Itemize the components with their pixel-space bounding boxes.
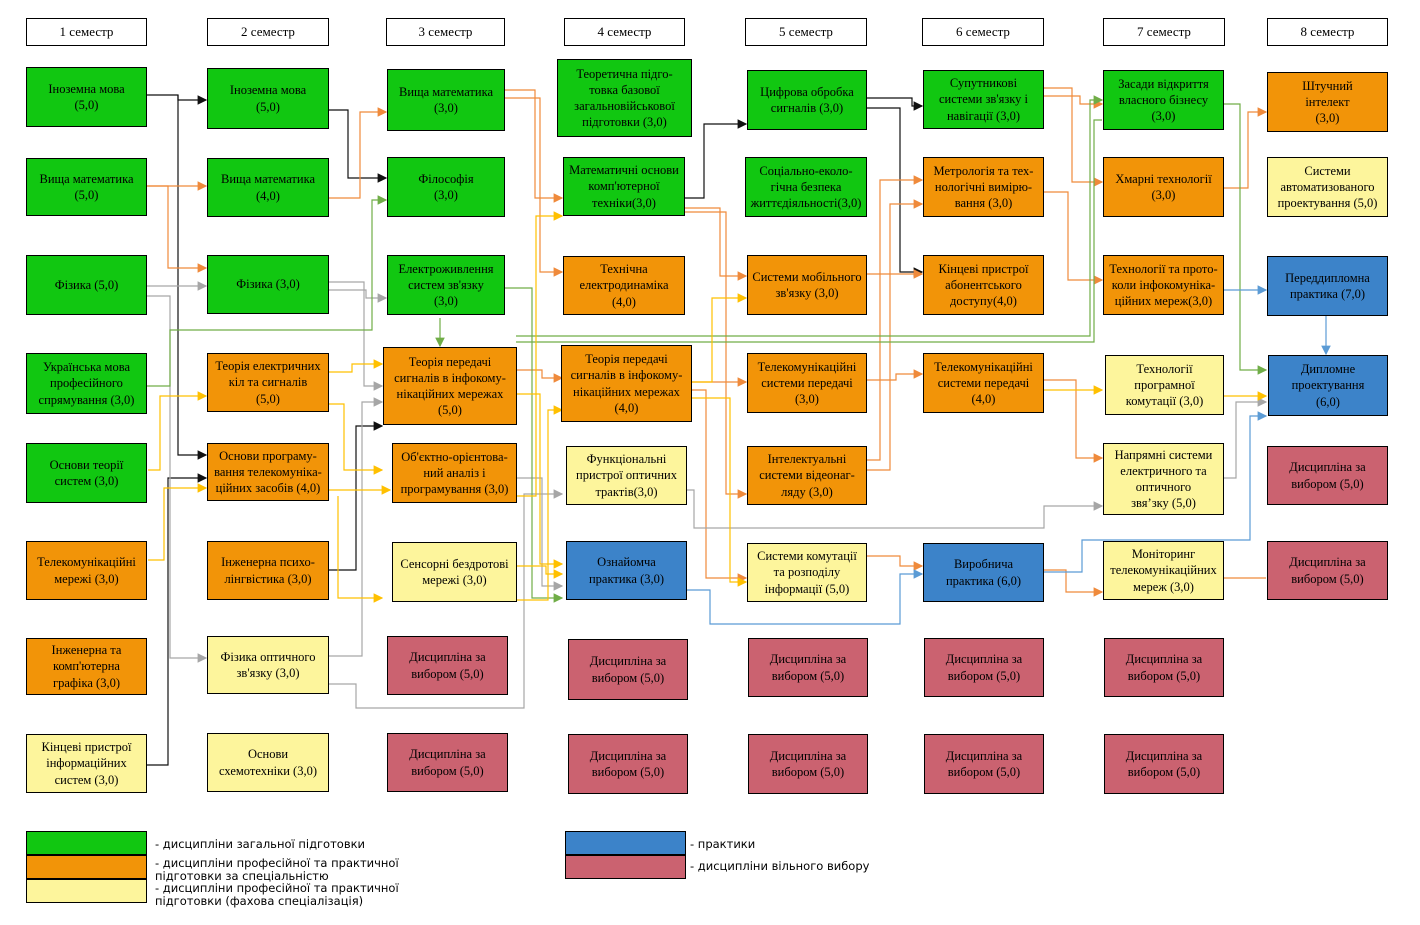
course-box: Технічна електродинаміка (4,0) — [563, 256, 685, 315]
semester-header-3: 3 семестр — [386, 18, 505, 46]
legend-swatch-general — [26, 831, 147, 855]
course-box: Переддипломна практика (7,0) — [1267, 256, 1388, 316]
legend-swatch-specialization — [26, 879, 147, 903]
semester-header-8: 8 семестр — [1267, 18, 1388, 46]
course-box: Українська мова професійного спрямування… — [26, 353, 147, 414]
course-box: Інженерна психо- лінгвістика (3,0) — [207, 541, 329, 600]
course-box: Ознайомча практика (3,0) — [566, 541, 687, 600]
course-box: Вища математика (5,0) — [26, 158, 147, 216]
course-box: Інженерна та комп'ютерна графіка (3,0) — [26, 638, 147, 695]
course-box: Технології та прото- коли інфокомуніка- … — [1103, 255, 1224, 315]
legend-label-professional: - дисципліни професійної та практичної п… — [155, 856, 399, 883]
course-box: Дисципліна за вибором (5,0) — [568, 734, 688, 794]
course-box: Системи автоматизованого проектування (5… — [1267, 157, 1388, 217]
course-box: Засади відкриття власного бізнесу (3,0) — [1103, 70, 1224, 130]
course-box: Іноземна мова (5,0) — [26, 67, 147, 127]
course-box: Фізика (5,0) — [26, 255, 147, 315]
course-box: Дисципліна за вибором (5,0) — [924, 734, 1044, 794]
legend-label-general: - дисципліни загальної підготовки — [155, 837, 366, 851]
course-box: Метрологія та тех- нологічні вимірю- ван… — [923, 157, 1044, 217]
course-box: Соціально-еколо- гічна безпека життєдіял… — [745, 157, 867, 217]
course-box: Штучний інтелект (3,0) — [1267, 72, 1388, 132]
course-box: Дисципліна за вибором (5,0) — [748, 734, 868, 794]
course-box: Дисципліна за вибором (5,0) — [924, 638, 1044, 697]
course-box: Сенсорні бездротові мережі (3,0) — [392, 542, 517, 602]
course-box: Дисципліна за вибором (5,0) — [387, 733, 508, 792]
course-box: Об'єктно-орієнтова- ний аналіз і програм… — [392, 443, 517, 503]
course-box: Електроживлення систем зв'язку (3,0) — [387, 255, 505, 315]
course-box: Кінцеві пристрої абонентського доступу(4… — [923, 255, 1044, 315]
course-box: Виробнича практика (6,0) — [923, 543, 1044, 602]
course-box: Телекомунікаційні мережі (3,0) — [26, 541, 147, 600]
legend-label-practice: - практики — [690, 837, 756, 851]
course-box: Технології програмної комутації (3,0) — [1105, 355, 1224, 415]
course-box: Дисципліна за вибором (5,0) — [1267, 541, 1388, 600]
course-box: Цифрова обробка сигналів (3,0) — [747, 70, 867, 130]
course-box: Дисципліна за вибором (5,0) — [1104, 734, 1224, 794]
course-box: Фізика оптичного зв'язку (3,0) — [207, 636, 329, 694]
course-box: Фізика (3,0) — [207, 255, 329, 314]
course-box: Теорія електричних кіл та сигналів (5,0) — [207, 353, 329, 412]
course-box: Дисципліна за вибором (5,0) — [1104, 638, 1224, 697]
course-box: Інтелектуальні системи відеонаг- ляду (3… — [747, 446, 867, 505]
course-box: Дисципліна за вибором (5,0) — [748, 638, 868, 697]
legend-swatch-practice — [565, 831, 686, 855]
course-box: Філософія (3,0) — [387, 157, 505, 217]
course-box: Телекомунікаційні системи передачі (4,0) — [923, 353, 1044, 413]
course-box: Дисципліна за вибором (5,0) — [387, 636, 508, 695]
course-box: Телекомунікаційні системи передачі (3,0) — [747, 353, 867, 413]
course-box: Основи теорії систем (3,0) — [26, 443, 147, 503]
semester-header-5: 5 семестр — [745, 18, 867, 46]
semester-header-2: 2 семестр — [207, 18, 329, 46]
course-box: Основи програму- вання телекомуніка- цій… — [207, 443, 329, 501]
course-box: Хмарні технології (3,0) — [1103, 157, 1224, 217]
course-box: Теорія передачі сигналів в інфокому- нік… — [561, 345, 692, 422]
legend-label-elective: - дисципліни вільного вибору — [690, 859, 870, 873]
legend-swatch-professional — [26, 855, 147, 879]
course-box: Системи комутації та розподілу інформаці… — [747, 543, 867, 602]
course-box: Моніторинг телекомунікаційних мереж (3,0… — [1103, 541, 1224, 600]
course-box: Вища математика (4,0) — [207, 158, 329, 217]
course-box: Дисципліна за вибором (5,0) — [1267, 446, 1388, 505]
course-box: Вища математика (3,0) — [387, 69, 505, 131]
semester-header-4: 4 семестр — [564, 18, 685, 46]
course-box: Іноземна мова (5,0) — [207, 68, 329, 129]
semester-header-1: 1 семестр — [26, 18, 147, 46]
course-box: Теорія передачі сигналів в інфокому- нік… — [383, 347, 517, 425]
course-box: Основи схемотехніки (3,0) — [207, 733, 329, 792]
course-box: Супутникові системи зв'язку і навігації … — [923, 70, 1044, 129]
course-box: Напрямні системи електричного та оптично… — [1103, 443, 1224, 515]
course-box: Функціональні пристрої оптичних трактів(… — [566, 446, 687, 505]
semester-header-7: 7 семестр — [1103, 18, 1225, 46]
course-box: Системи мобільного зв'язку (3,0) — [747, 255, 867, 315]
course-box: Математичні основи комп'ютерної техніки(… — [563, 157, 685, 216]
course-box: Кінцеві пристрої інформаційних систем (3… — [26, 734, 147, 793]
semester-header-6: 6 семестр — [922, 18, 1044, 46]
legend-swatch-elective — [565, 855, 686, 879]
legend-label-specialization: - дисципліни професійної та практичної п… — [155, 881, 399, 908]
course-box: Теоретична підго- товка базової загально… — [557, 59, 692, 137]
course-box: Дисципліна за вибором (5,0) — [568, 639, 688, 700]
course-box: Дипломне проектування (6,0) — [1268, 355, 1388, 416]
